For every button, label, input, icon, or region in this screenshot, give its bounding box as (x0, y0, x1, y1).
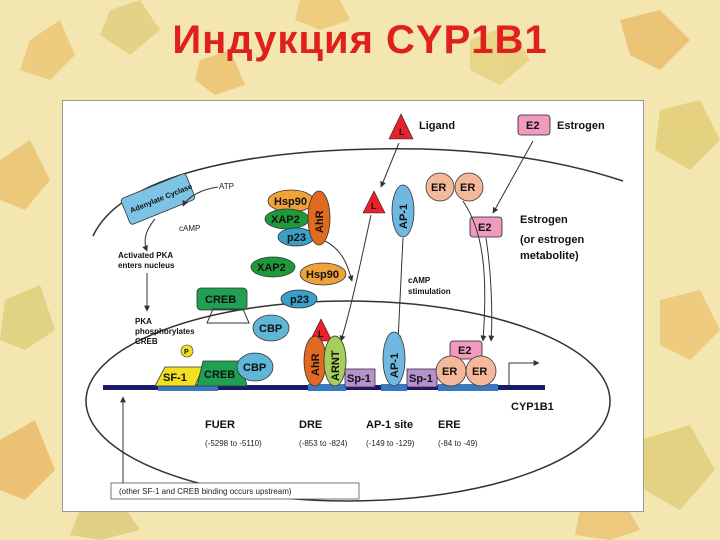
legend-estrogen: E2 Estrogen (517, 114, 605, 136)
er-cytoplasm-a-label: ER (431, 182, 446, 194)
pka-line2: phosphorylates (135, 327, 195, 336)
estrogen-symbol: E2 (526, 120, 539, 132)
creb-free-label: CREB (205, 294, 236, 306)
hsp90-free-label: Hsp90 (306, 269, 339, 281)
upstream-note: (other SF-1 and CREB binding occurs upst… (119, 487, 292, 496)
ap1-site (381, 384, 407, 391)
ap1-cytoplasm-label: AP-1 (398, 204, 410, 229)
ap1-dna-label: AP-1 (389, 353, 401, 378)
phospho-icon (180, 344, 194, 358)
sf1-label: SF-1 (163, 372, 187, 384)
fuer-range: (-5298 to -5110) (205, 439, 262, 448)
ahr-protein (307, 190, 331, 246)
cbp-dna-label: CBP (243, 362, 266, 374)
xap2-free-label: XAP2 (257, 262, 286, 274)
ap1-dna-protein (382, 331, 406, 387)
er-cytoplasm-b (454, 172, 484, 202)
hsp90-label: Hsp90 (274, 196, 307, 208)
nucleus-membrane (85, 300, 611, 502)
e2-nucleus-icon (449, 340, 483, 360)
arnt-label: ARNT (330, 350, 342, 381)
er-cytoplasm-a (425, 172, 455, 202)
cyp1b1-induction-diagram: L Ligand E2 Estrogen Adenylate Cyclase A… (62, 100, 644, 512)
pka-line1: PKA (135, 317, 152, 326)
ap1-cytoplasm-protein (391, 184, 415, 238)
dre-range: (-853 to -824) (299, 439, 348, 448)
ahr-label: AhR (314, 210, 326, 233)
p23-free-protein (280, 289, 318, 309)
p23-label: p23 (287, 232, 306, 244)
ap1-site-range: (-149 to -129) (366, 439, 415, 448)
cbp-free-label: CBP (259, 323, 282, 335)
phospho-label: P (184, 349, 189, 356)
dre-label: DRE (299, 419, 322, 431)
pka-line3: CREB (135, 337, 158, 346)
e2-cytoplasm-icon (469, 216, 503, 238)
estrogen-label: Estrogen (557, 120, 605, 132)
camp-stimulation-line2: stimulation (408, 287, 451, 296)
e2-icon (517, 114, 551, 136)
ligand-icon (388, 113, 414, 140)
ere-label: ERE (438, 419, 461, 431)
activated-pka-line1: Activated PKA (118, 251, 173, 260)
arnt-protein (323, 335, 347, 387)
ligand-label: Ligand (419, 120, 455, 132)
er-nucleus-a-label: ER (442, 366, 457, 378)
estrogen-metabolite-line2: (or estrogen (520, 234, 584, 246)
er-nucleus-b-label: ER (472, 366, 487, 378)
adenylate-cyclase: Adenylate Cyclase (120, 173, 196, 225)
cbp-dna-protein (236, 352, 274, 382)
creb-trapezoid (206, 308, 250, 324)
dre-site (308, 384, 346, 391)
sp1-b-protein (406, 368, 438, 388)
ap1-site-label: AP-1 site (366, 419, 413, 431)
nucleus-ligand-label: L (318, 329, 324, 339)
camp-stimulation-line1: cAMP (408, 276, 431, 285)
gene-name: CYP1B1 (511, 401, 554, 413)
creb-free-protein (196, 287, 248, 311)
hsp90-free-protein (299, 262, 347, 286)
sp1-a-protein (344, 368, 376, 388)
slide-title: Индукция CYP1B1 (172, 18, 548, 62)
e2-nucleus-label: E2 (458, 345, 471, 357)
xap2-label: XAP2 (271, 214, 300, 226)
ere-range: (-84 to -49) (438, 439, 478, 448)
cytoplasm-ligand-label: L (371, 201, 377, 211)
cbp-free-protein (252, 314, 290, 342)
ahr-cytoplasmic-complex: Hsp90 XAP2 p23 AhR (264, 189, 331, 247)
ligand-symbol: L (399, 127, 405, 137)
xap2-free-protein (250, 256, 296, 278)
creb-dna-label: CREB (204, 369, 235, 381)
er-nucleus-b (465, 355, 497, 387)
transcription-start-arrow (508, 360, 540, 385)
activated-pka-line2: enters nucleus (118, 261, 175, 270)
sp1-a-label: Sp-1 (347, 373, 371, 385)
legend-ligand: L Ligand (388, 113, 455, 140)
upstream-note-box (110, 482, 360, 500)
ahr-dna-label: AhR (310, 353, 322, 376)
cytoplasm-ligand-icon (362, 190, 386, 214)
atp-label: ATP (219, 182, 234, 191)
er-cytoplasm-b-label: ER (460, 182, 475, 194)
pathway-diagram: L Ligand E2 Estrogen Adenylate Cyclase A… (85, 113, 624, 502)
estrogen-metabolite-line3: metabolite) (520, 250, 579, 262)
camp-label: cAMP (179, 224, 200, 233)
estrogen-metabolite-line1: Estrogen (520, 214, 568, 226)
fuer-label: FUER (205, 419, 235, 431)
fuer-site (158, 384, 218, 391)
p23-free-label: p23 (290, 294, 309, 306)
ere-site (438, 384, 498, 391)
e2-cytoplasm-label: E2 (478, 222, 491, 234)
sp1-b-label: Sp-1 (409, 373, 433, 385)
